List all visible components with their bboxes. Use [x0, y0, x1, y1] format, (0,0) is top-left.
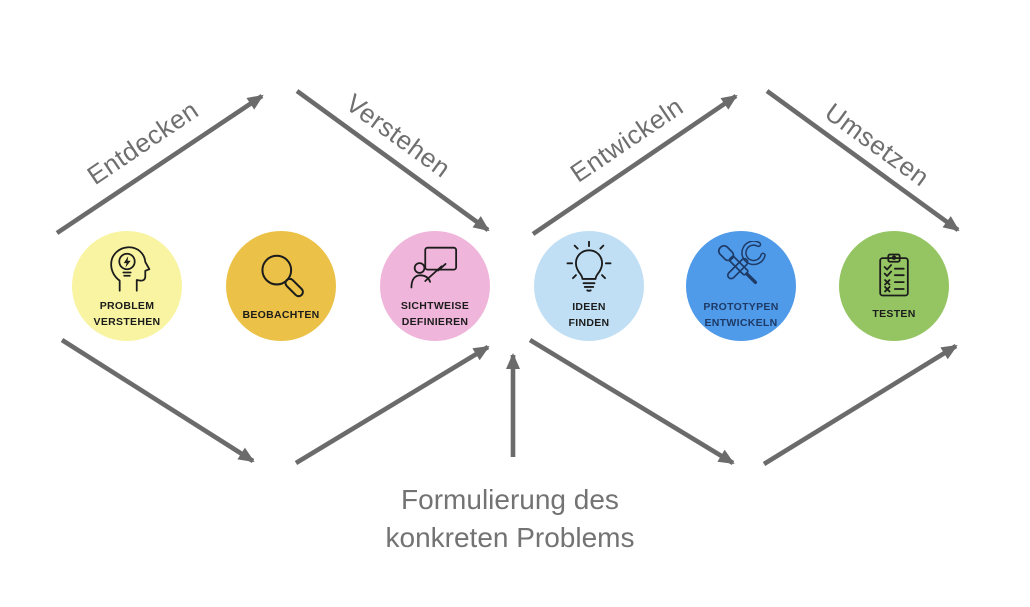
stage-label: IDEEN FINDEN [569, 300, 610, 330]
tools-icon [717, 241, 766, 285]
stage-label-line: PROBLEM [99, 300, 155, 313]
stage-prototypen-entwickeln: PROTOTYPEN ENTWICKELN [686, 231, 796, 341]
stage-label-line: FINDEN [568, 316, 610, 329]
stage-label-line: TESTEN [872, 307, 916, 320]
stage-label-line: VERSTEHEN [93, 315, 161, 328]
stage-label-line: IDEEN [572, 301, 606, 314]
stage-beobachten: BEOBACHTEN [226, 231, 336, 341]
stage-label-line: DEFINIEREN [401, 315, 469, 328]
arrow-left-diamond-up [294, 345, 490, 465]
stage-label: SICHTWEISE DEFINIEREN [401, 299, 469, 329]
problem-statement-caption: Formulierung des konkreten Problems [385, 481, 634, 557]
magnifier-icon [261, 254, 304, 298]
arrow-left-diamond-down [60, 338, 255, 463]
stage-problem-verstehen: PROBLEM VERSTEHEN [72, 231, 182, 341]
phase-label-entwickeln: Entwickeln [564, 91, 689, 189]
head-idea-icon [110, 246, 151, 292]
stage-sichtweise-definieren: SICHTWEISE DEFINIEREN [380, 231, 490, 341]
stage-label-line: SICHTWEISE [400, 300, 470, 313]
stage-label: BEOBACHTEN [242, 308, 319, 323]
phase-label-entdecken: Entdecken [81, 94, 204, 191]
stage-label: PROBLEM VERSTEHEN [94, 299, 161, 329]
checklist-clipboard-icon [879, 253, 909, 297]
stage-label: PROTOTYPEN ENTWICKELN [703, 300, 778, 330]
arrow-right-diamond-down [528, 338, 735, 465]
caption-line: Formulierung des [401, 484, 619, 516]
presenter-board-icon [410, 247, 458, 289]
phase-label-umsetzen: Umsetzen [819, 96, 936, 193]
stage-label-line: BEOBACHTEN [242, 308, 320, 321]
caption-line: konkreten Problems [385, 522, 635, 553]
stage-testen: TESTEN [839, 231, 949, 341]
arrow-verstehen-down [295, 89, 490, 232]
stage-label-line: ENTWICKELN [704, 316, 778, 329]
lightbulb-icon [566, 241, 612, 292]
arrow-right-diamond-up [762, 344, 958, 466]
stage-label-line: PROTOTYPEN [703, 301, 779, 314]
phase-label-verstehen: Verstehen [340, 87, 457, 184]
stage-ideen-finden: IDEEN FINDEN [534, 231, 644, 341]
arrow-umsetzen-down [765, 89, 960, 232]
stage-label: TESTEN [872, 307, 915, 322]
